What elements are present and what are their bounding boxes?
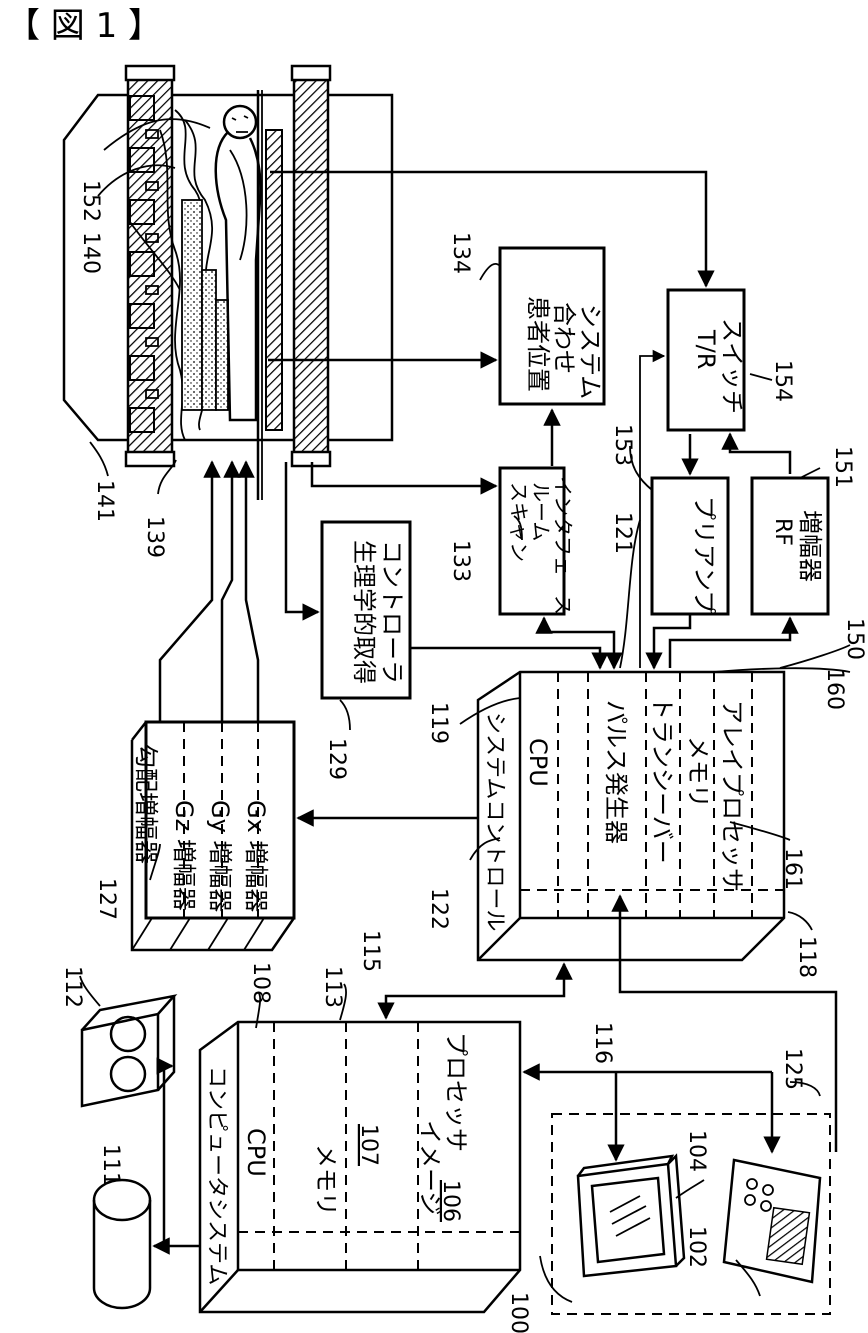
transceiver-label: トランシーバー [648,696,676,864]
gradient-amp-title: 勾配増幅器 [132,744,160,864]
ref-150: 150 [842,618,867,660]
physio-line2: コントローラ [378,540,406,684]
ref-100: 100 [506,1292,531,1333]
physio-line1: 生理学的取得 [350,540,378,684]
computer-system-title: コンピュータシステム [204,1066,229,1285]
computer-memory-label: メモリ [312,1144,340,1216]
ref-113: 113 [320,966,345,1008]
scan-room-line1: スキャン [507,482,531,562]
computer-cpu-label: CPU [242,1128,270,1177]
patient-positioning-line2: 合わせ [550,302,578,374]
ref-129: 129 [324,738,349,780]
pulse-generator-label: パルス発生器 [602,700,630,844]
ref-160: 160 [822,668,847,710]
image-processor-line1: イメージ [416,1120,444,1216]
ref-121: 121 [610,512,635,554]
ref-102: 102 [684,1226,709,1268]
ref-127: 127 [94,878,119,920]
ref-115: 115 [358,930,383,972]
patient-positioning-line3: システム [576,304,604,399]
preamp-label: プリアンプ [690,496,718,614]
ref-141: 141 [92,480,117,522]
system-control-cpu: CPU [524,738,552,787]
tape-drive-icon [82,996,174,1106]
ref-107: 107 [356,1124,381,1166]
ref-122: 122 [426,888,451,930]
ref-125: 125 [780,1048,805,1090]
patient-positioning-line1: 患者位置 [524,296,552,392]
ref-139: 139 [142,516,167,558]
gz-amp-label: Gz 増幅器 [170,800,198,911]
ref-152: 152 [78,180,103,222]
tr-switch-line1: T/R [692,329,720,369]
image-processor-line2: プロセッサ [442,1032,470,1152]
rf-amp-line2: 増幅器 [796,510,824,582]
ref-108: 108 [248,962,273,1004]
ref-118: 118 [794,936,819,978]
ref-151: 151 [830,446,855,488]
disk-storage-icon [94,1180,150,1308]
ref-134: 134 [448,232,473,274]
ref-154: 154 [770,360,795,402]
array-processor-label: アレイプロセッサ [718,700,746,892]
monitor-icon [578,1156,684,1276]
ref-153: 153 [610,424,635,466]
ref-104: 104 [684,1130,709,1172]
ref-116: 116 [590,1022,615,1064]
ref-119: 119 [426,702,451,744]
scan-room-line3: インタフェース [551,476,575,615]
rf-amp-line1: RF [770,518,795,546]
ref-112: 112 [60,966,85,1008]
ref-111: 111 [98,1144,123,1186]
scan-room-line2: ルーム [529,482,553,541]
gx-amp-label: Gx 増幅器 [242,800,270,912]
magnet-wall-right [294,70,328,460]
ref-140: 140 [78,232,103,274]
ref-133: 133 [448,540,473,582]
system-control-title: システムコントロール [482,712,507,931]
gy-amp-label: Gy 増幅器 [206,800,234,912]
tr-switch-line2: スイッチ [718,318,746,414]
ref-161: 161 [780,848,805,890]
sc-memory-label: メモリ [684,736,712,808]
magnet-assembly [64,66,392,500]
